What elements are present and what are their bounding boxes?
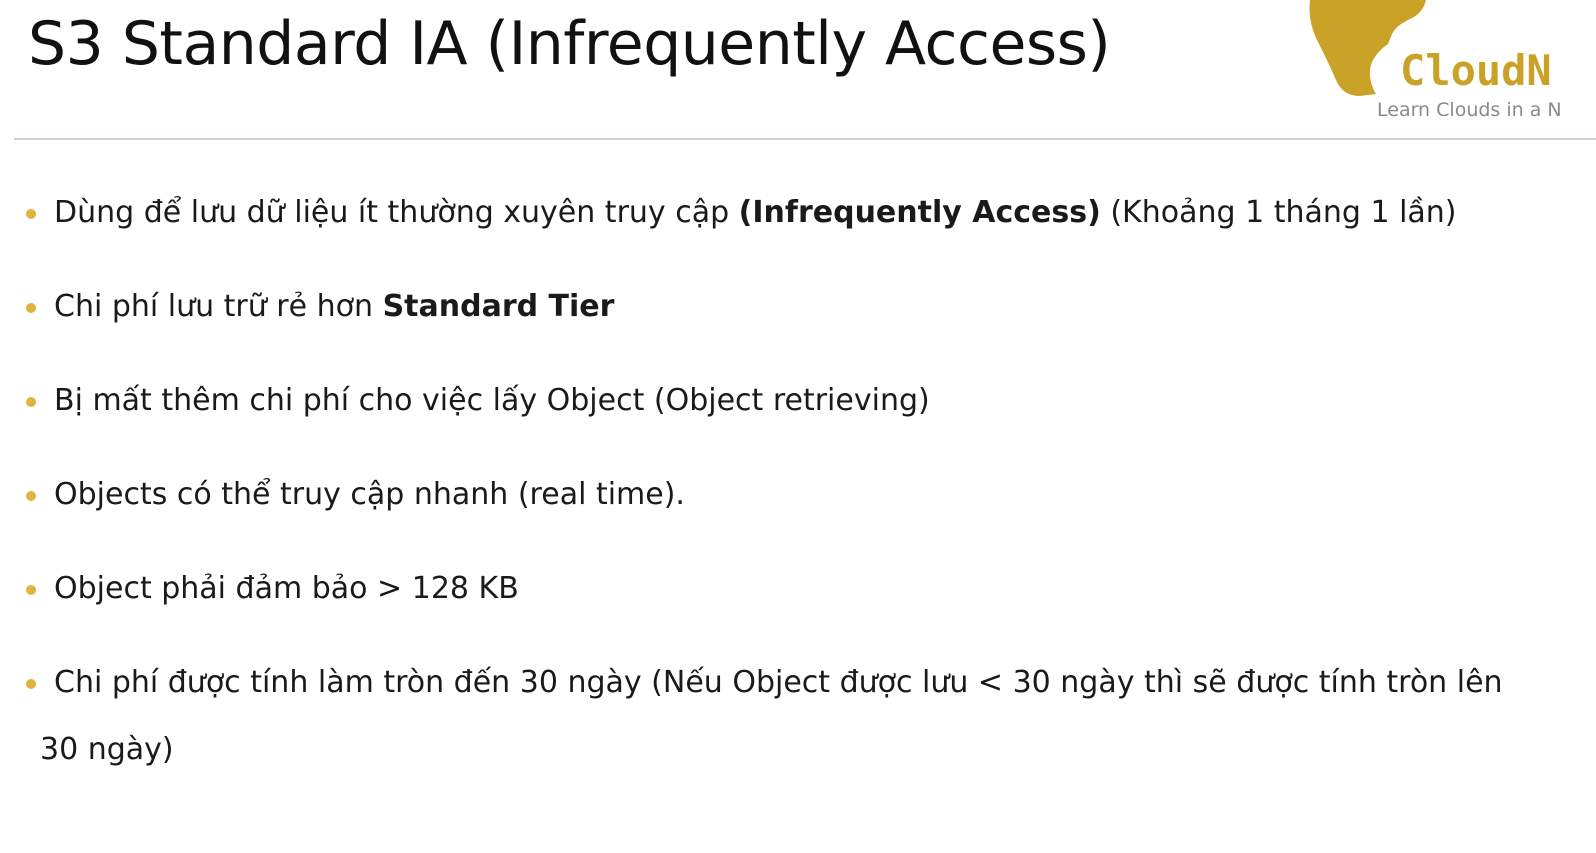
- slide-title: S3 Standard IA (Infrequently Access): [28, 9, 1111, 79]
- bullet-text: Dùng để lưu dữ liệu ít thường xuyên truy…: [54, 195, 1457, 230]
- bullet-text: Objects có thể truy cập nhanh (real time…: [54, 477, 685, 512]
- bullet-emphasis: Standard Tier: [382, 289, 615, 324]
- bullet-dot-icon: [26, 397, 36, 407]
- bullet-text: Chi phí được tính làm tròn đến 30 ngày (…: [54, 665, 1503, 700]
- title-divider: [14, 138, 1596, 140]
- bullet-dot-icon: [26, 209, 36, 219]
- bullet-dot-icon: [26, 303, 36, 313]
- bullet-continuation: 30 ngày): [40, 732, 174, 767]
- head-silhouette-icon: [1309, 0, 1426, 96]
- bullet-dot-icon: [26, 679, 36, 689]
- bullet-emphasis: (Infrequently Access): [738, 195, 1101, 230]
- cloud-logo: CloudN Learn Clouds in a N: [1300, 0, 1596, 130]
- bullet-text: Chi phí lưu trữ rẻ hơn Standard Tier: [54, 289, 615, 324]
- bullet-text: Bị mất thêm chi phí cho việc lấy Object …: [54, 383, 930, 418]
- logo-name: CloudN: [1400, 46, 1552, 95]
- logo-tagline: Learn Clouds in a N: [1377, 99, 1562, 121]
- bullet-text: Object phải đảm bảo > 128 KB: [54, 571, 519, 606]
- bullet-dot-icon: [26, 585, 36, 595]
- bullet-dot-icon: [26, 491, 36, 501]
